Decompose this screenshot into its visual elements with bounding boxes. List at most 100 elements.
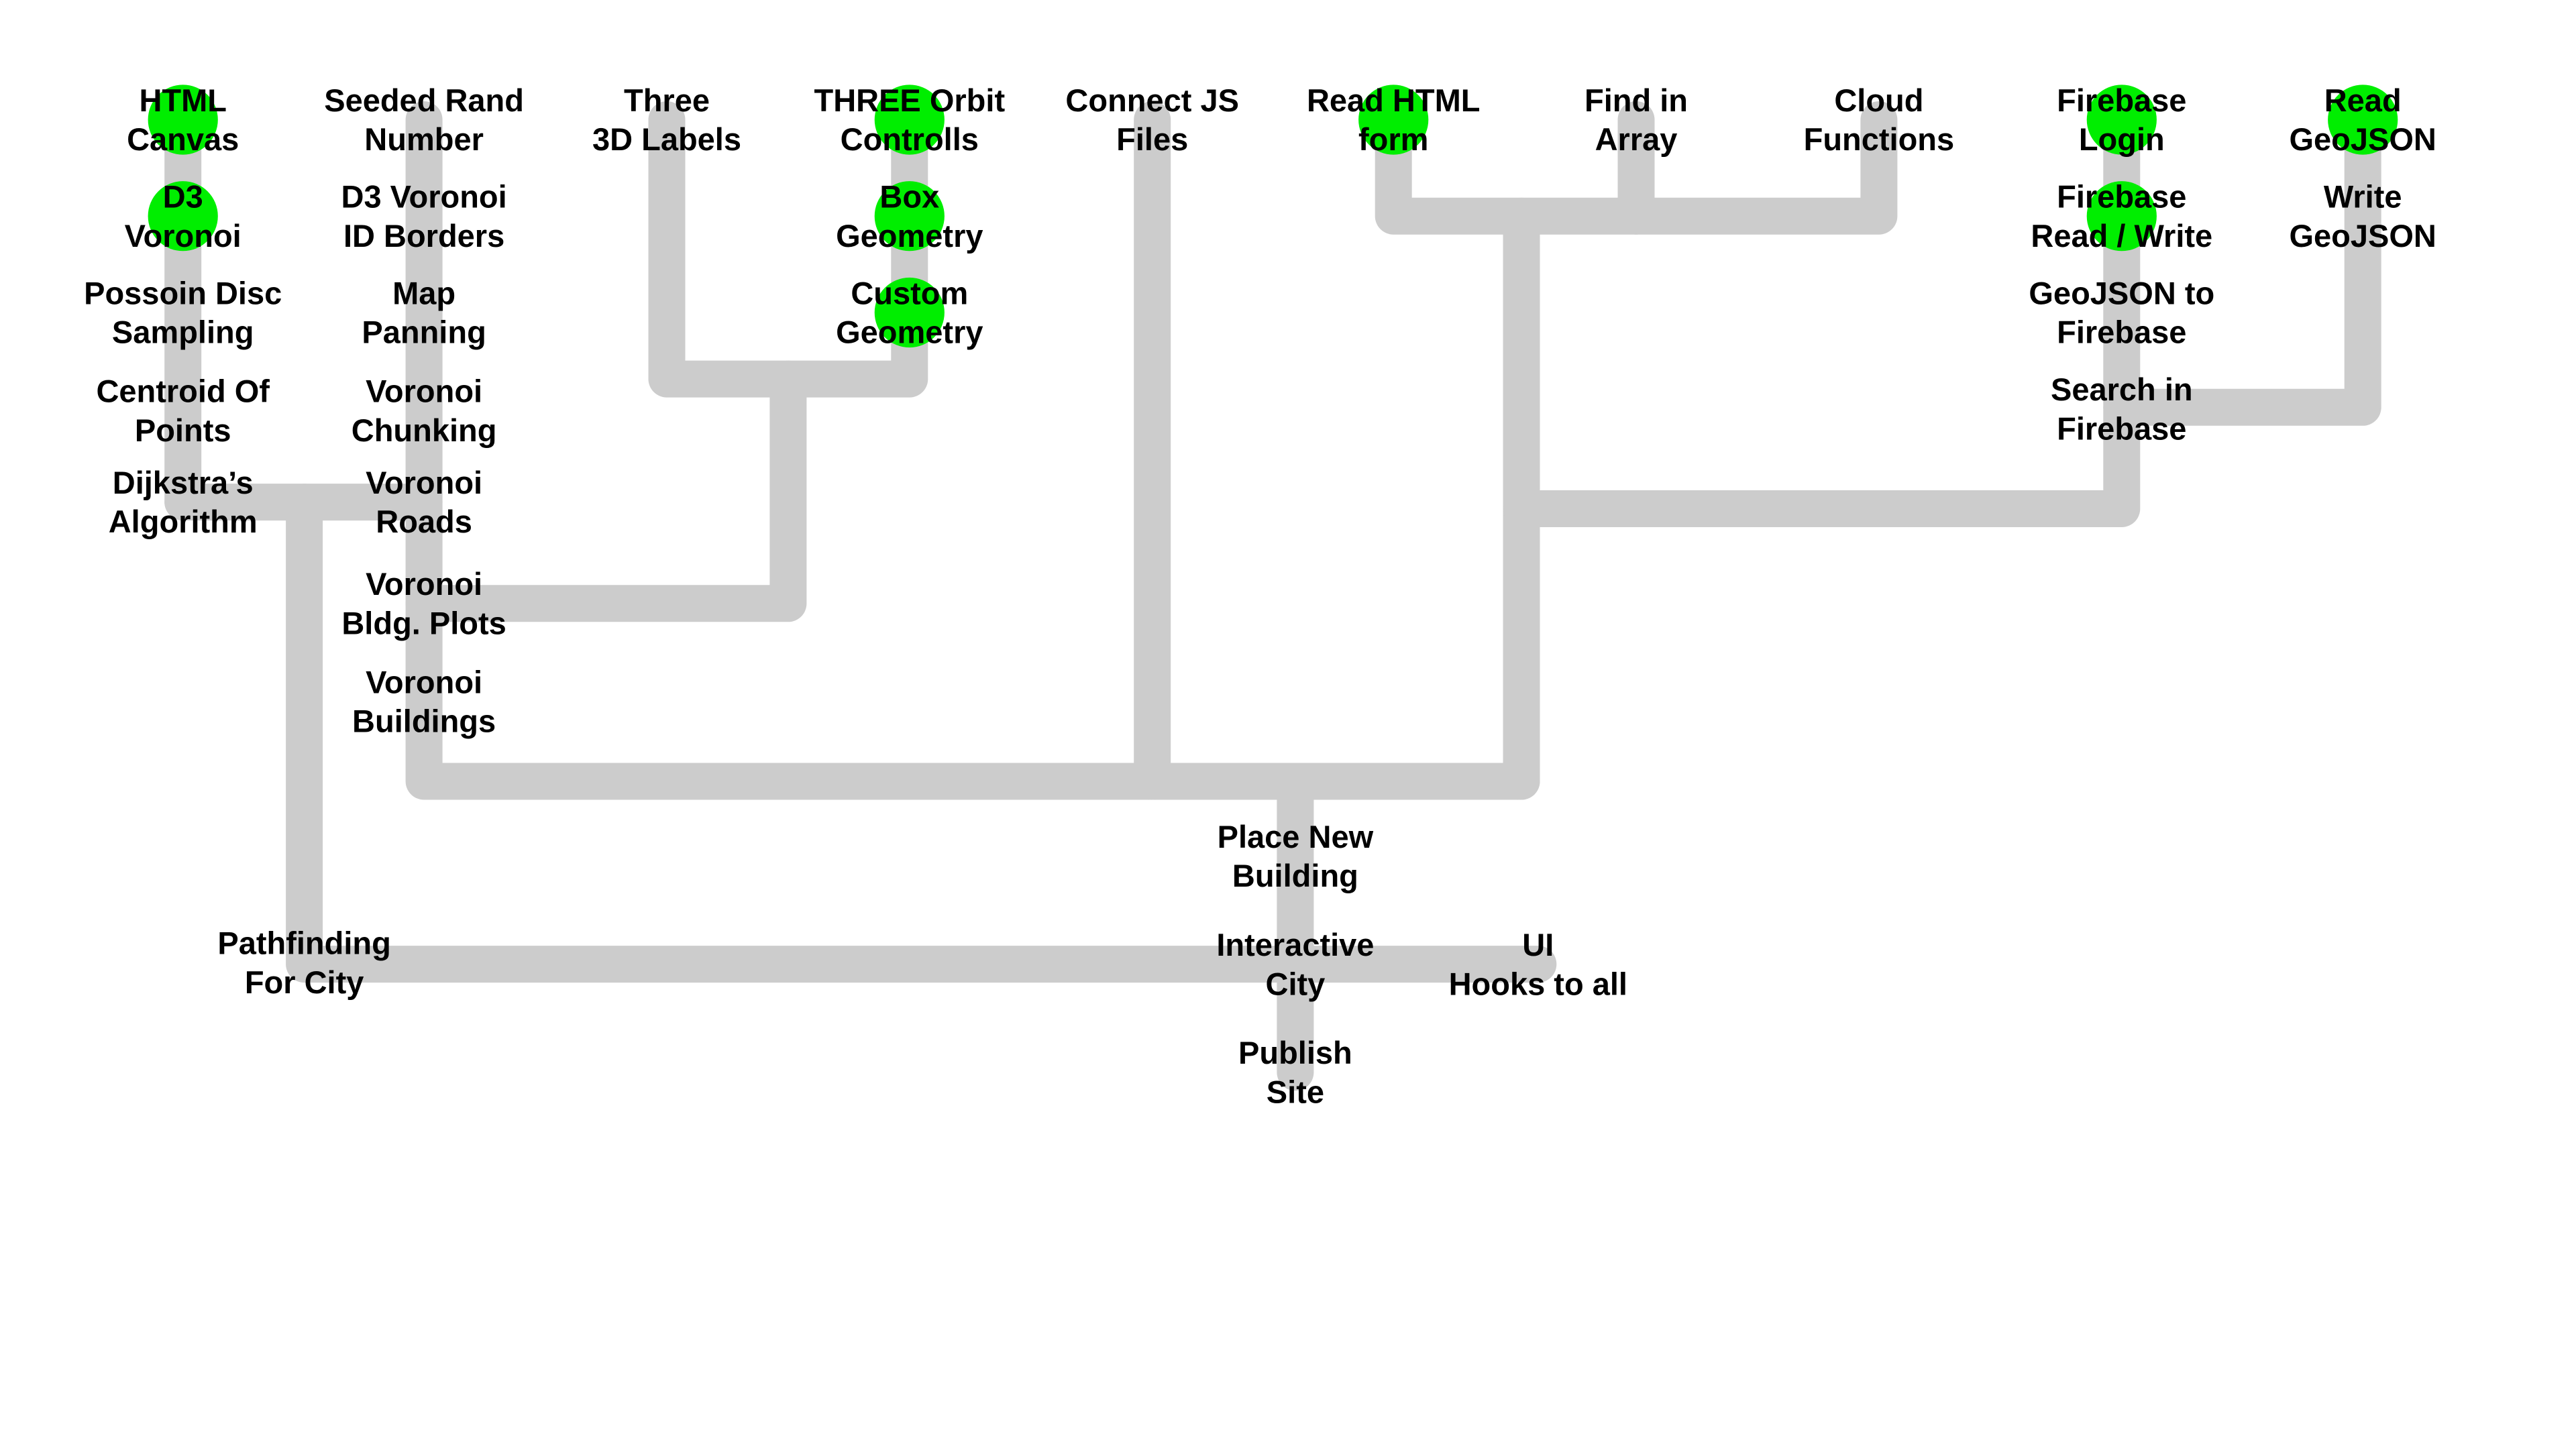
node-label-line: Firebase (2057, 315, 2186, 350)
node-label-line: Functions (1804, 121, 1955, 157)
node-label-line: Roads (376, 504, 472, 539)
node-label-line: Points (135, 412, 231, 448)
completed-marker-three-orbit-controlls (874, 85, 945, 155)
node-label-line: Custom (851, 275, 968, 311)
completed-marker-d3-voronoi (148, 181, 218, 252)
node-label-line: Search in (2051, 372, 2193, 407)
node-label-line: HTML (139, 82, 227, 118)
node-label-line: Hooks to all (1449, 966, 1627, 1001)
node-label-line: Canvas (127, 121, 239, 157)
node-label-line: Cloud (1834, 82, 1923, 118)
node-label-line: Write (2324, 179, 2402, 215)
node-label-line: Voronoi (366, 465, 482, 500)
node-label-line: Pathfinding (217, 926, 390, 961)
node-label-line: Voronoi (125, 218, 241, 254)
node-ui-hooks-to-all: UI Hooks to all (1449, 927, 1627, 1001)
node-label-line: Dijkstra’s (113, 465, 254, 500)
node-label-line: Seeded Rand (324, 82, 524, 118)
node-label-line: Geometry (836, 315, 983, 350)
completed-markers (148, 85, 2398, 348)
node-label-line: Firebase (2057, 179, 2186, 215)
completed-marker-read-html-form (1358, 85, 1429, 155)
node-label-line: 3D Labels (592, 121, 741, 157)
connector-line (1503, 101, 2141, 527)
node-label-line: THREE Orbit (814, 82, 1005, 118)
node-label-line: D3 Voronoi (341, 179, 507, 215)
node-label-line: Login (2079, 121, 2165, 157)
node-label-line: Firebase (2057, 82, 2186, 118)
node-label-line: For City (245, 964, 364, 1000)
node-label-line: Box (879, 179, 939, 215)
node-label-line: UI (1522, 927, 1554, 962)
node-label-line: Number (364, 121, 484, 157)
node-label-line: Firebase (2057, 410, 2186, 446)
node-label-line: Building (1232, 858, 1358, 893)
completed-marker-firebase-login (2086, 85, 2157, 155)
node-label-line: Array (1595, 121, 1678, 157)
connector-line (405, 360, 807, 622)
node-label-line: Chunking (352, 412, 497, 448)
node-label-line: Site (1267, 1074, 1324, 1109)
completed-marker-custom-geometry (874, 277, 945, 348)
node-label-line: Geometry (836, 218, 983, 254)
node-label-line: Files (1116, 121, 1188, 157)
completed-marker-box-geometry (874, 181, 945, 252)
node-label-line: Voronoi (366, 374, 482, 409)
completed-marker-html-canvas (148, 85, 218, 155)
node-label-line: Panning (362, 315, 486, 350)
node-label-line: Centroid Of (96, 374, 270, 409)
node-label-line: GeoJSON to (2029, 275, 2214, 311)
node-label-line: Read (2324, 82, 2402, 118)
node-label-line: Sampling (112, 315, 254, 350)
node-label-line: Connect JS (1065, 82, 1239, 118)
node-label-line: Controlls (841, 121, 979, 157)
node-label-line: GeoJSON (2289, 218, 2436, 254)
connector-line (286, 484, 1314, 983)
node-label-line: Read HTML (1307, 82, 1481, 118)
node-label-line: Voronoi (366, 664, 482, 700)
node-label-line: Algorithm (109, 504, 258, 539)
node-label-line: Bldg. Plots (341, 605, 506, 641)
node-geojson-to-firebase: GeoJSON to Firebase (2029, 275, 2214, 349)
node-label-line: Voronoi (366, 566, 482, 602)
connector-line (2103, 101, 2381, 426)
node-label-line: Read / Write (2031, 218, 2212, 254)
node-label-line: Possoin Disc (84, 275, 282, 311)
connector-lines (164, 101, 2381, 1091)
completed-marker-firebase-read-write (2086, 181, 2157, 252)
node-label-line: Buildings (352, 704, 496, 739)
node-label-line: GeoJSON (2289, 121, 2436, 157)
node-label-line: D3 (163, 179, 203, 215)
node-label-line: form (1358, 121, 1428, 157)
completed-marker-read-geojson (2328, 85, 2398, 155)
